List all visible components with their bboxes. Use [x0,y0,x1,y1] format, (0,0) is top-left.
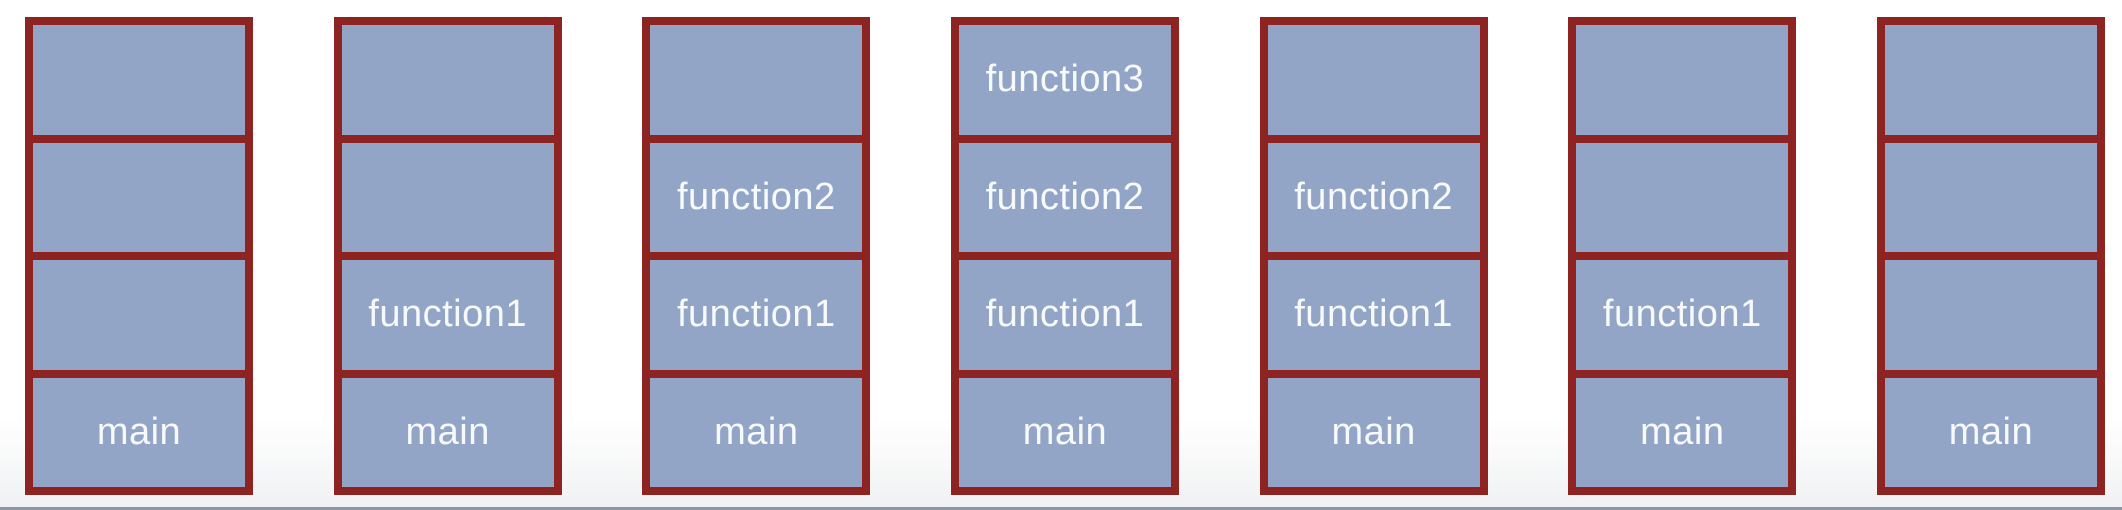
stack-frame-cell: main [1576,377,1789,487]
stack-frame-cell: function2 [958,142,1171,252]
stack-frame-cell: function1 [650,260,863,370]
stack-frame-cell: function2 [650,142,863,252]
stack-frame-cell [1576,142,1789,252]
call-stack-2: function1 main [333,17,562,495]
stack-frame-cell [1884,25,2097,135]
stack-frame-cell [1884,142,2097,252]
slide-bottom-edge [0,507,2122,510]
stack-frame-cell: main [1884,377,2097,487]
call-stack-5: function2 function1 main [1259,17,1488,495]
stack-frame-cell [650,25,863,135]
stack-frame-cell [341,142,554,252]
stack-frame-cell: main [650,377,863,487]
call-stack-7: main [1876,17,2105,495]
stack-frame-cell: main [958,377,1171,487]
call-stack-4: function3 function2 function1 main [950,17,1179,495]
call-stack-6: function1 main [1568,17,1797,495]
stack-frame-cell [33,142,245,252]
stack-frame-cell [341,25,554,135]
stack-frame-cell [1576,25,1789,135]
stack-frame-cell: function1 [1267,260,1480,370]
stack-frame-cell [33,260,245,370]
stack-frame-cell: main [1267,377,1480,487]
call-stack-3: function2 function1 main [642,17,871,495]
stack-frame-cell: function1 [341,260,554,370]
stack-frame-cell: function1 [1576,260,1789,370]
stack-frame-cell: function3 [958,25,1171,135]
stack-frame-cell [1884,260,2097,370]
stack-frame-cell: main [33,377,245,487]
stack-frame-cell: main [341,377,554,487]
stack-frame-cell: function2 [1267,142,1480,252]
stack-frame-cell: function1 [958,260,1171,370]
stack-frame-cell [1267,25,1480,135]
call-stack-1: main [25,17,253,495]
stack-frame-cell [33,25,245,135]
call-stack-timeline: main function1 main function2 function1 … [25,17,2105,495]
